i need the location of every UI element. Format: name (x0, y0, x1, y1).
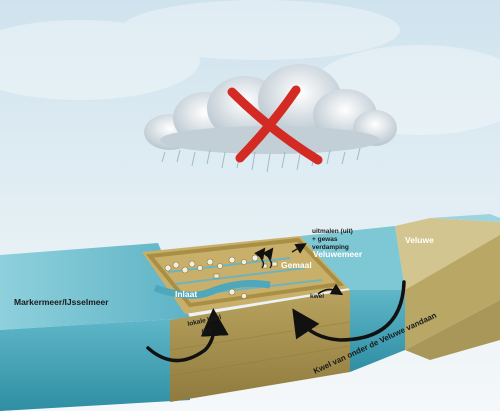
red-x-cross-icon (227, 85, 323, 165)
curved-arrow-icon (146, 280, 406, 363)
label-veluwe: Veluwe (405, 235, 434, 245)
label-markermeer: Markermeer/IJsselmeer (14, 297, 109, 307)
label-uitmalen-2: + gewas (312, 236, 338, 243)
label-lokale-kwel-2: (in) (201, 327, 212, 336)
label-uitmalen-3: verdamping (312, 244, 349, 251)
label-kwel: kwel (310, 293, 324, 300)
markermeer-front (0, 318, 190, 411)
label-veluwemeer: Veluwemeer (313, 249, 363, 259)
label-gemaal: Gemaal (281, 260, 312, 270)
label-uitmalen-1: uitmalen (uit) (312, 228, 353, 235)
label-inlaat: Inlaat (175, 289, 197, 299)
veluwemeer-water (300, 226, 405, 290)
markermeer-water (0, 243, 190, 330)
